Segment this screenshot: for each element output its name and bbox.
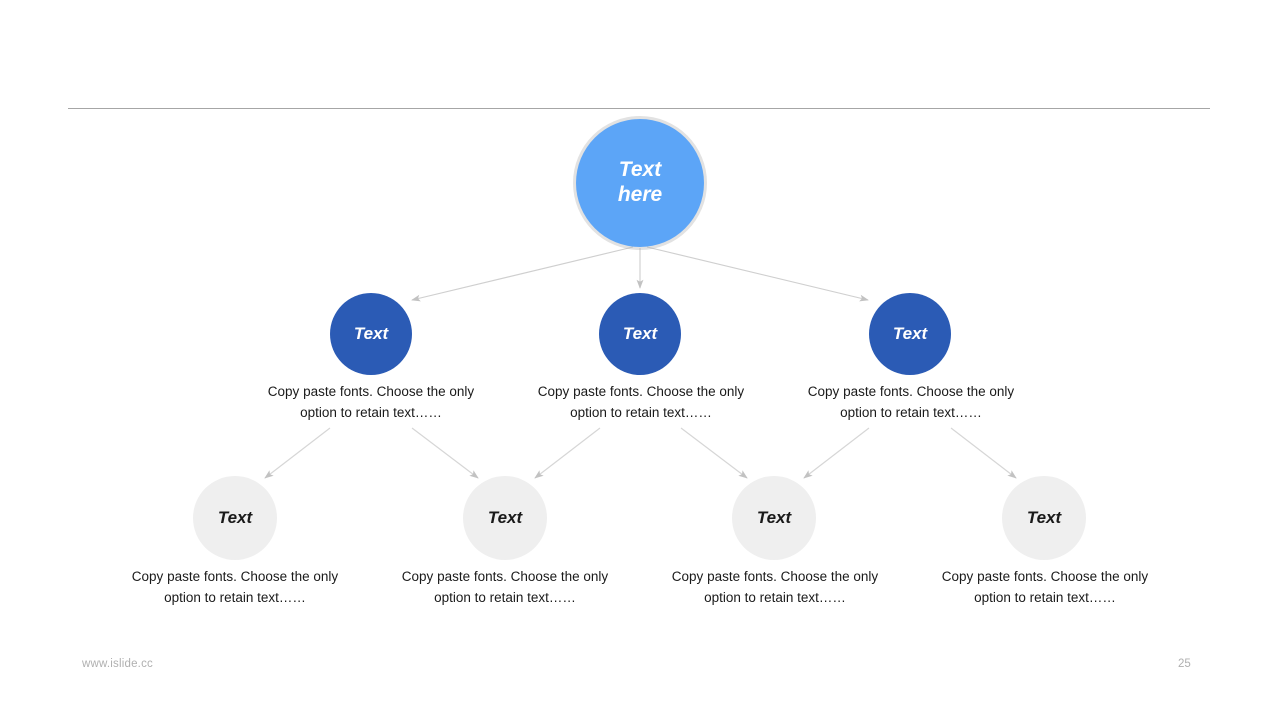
footer-page-number: 25	[1178, 658, 1191, 670]
connector-root-to-mid-3	[646, 246, 869, 302]
node-root[interactable]: Text here	[576, 119, 704, 247]
node-level3-4[interactable]: Text	[1002, 476, 1086, 560]
node-level3-1-label: Text	[217, 507, 253, 527]
connector-mid3-to-leaf3	[803, 427, 870, 479]
title-divider-rule	[68, 108, 1210, 109]
node-level2-2[interactable]: Text	[599, 293, 681, 375]
node-root-label-line2: here	[617, 183, 663, 206]
caption-level2-1: Copy paste fonts. Choose the only option…	[267, 384, 475, 420]
connector-mid1-to-leaf1	[264, 427, 331, 479]
caption-level3-2: Copy paste fonts. Choose the only option…	[401, 569, 609, 605]
node-level3-3-label: Text	[756, 507, 792, 527]
node-level3-3[interactable]: Text	[732, 476, 816, 560]
node-level2-3[interactable]: Text	[869, 293, 951, 375]
connector-mid2-to-leaf2	[534, 427, 601, 479]
node-level3-2-label: Text	[487, 507, 523, 527]
node-root-label: Text here	[618, 158, 662, 208]
caption-level2-2: Copy paste fonts. Choose the only option…	[537, 384, 745, 420]
connector-mid2-to-leaf3	[680, 427, 748, 479]
node-level2-1-label: Text	[353, 323, 389, 343]
caption-level3-1: Copy paste fonts. Choose the only option…	[131, 569, 339, 605]
connector-mid1-to-leaf2	[411, 427, 479, 479]
footer-url[interactable]: www.islide.cc	[82, 658, 153, 670]
node-level3-4-label: Text	[1026, 507, 1062, 527]
connector-root-to-mid-1	[411, 246, 634, 302]
caption-level3-4: Copy paste fonts. Choose the only option…	[941, 569, 1149, 605]
node-level2-3-label: Text	[892, 323, 928, 343]
node-level3-1[interactable]: Text	[193, 476, 277, 560]
connector-mid3-to-leaf4	[950, 427, 1017, 479]
node-level2-2-label: Text	[622, 323, 658, 343]
node-root-label-line1: Text	[618, 158, 662, 182]
caption-level2-3: Copy paste fonts. Choose the only option…	[807, 384, 1015, 420]
node-level3-2[interactable]: Text	[463, 476, 547, 560]
node-level2-1[interactable]: Text	[330, 293, 412, 375]
caption-level3-3: Copy paste fonts. Choose the only option…	[671, 569, 879, 605]
